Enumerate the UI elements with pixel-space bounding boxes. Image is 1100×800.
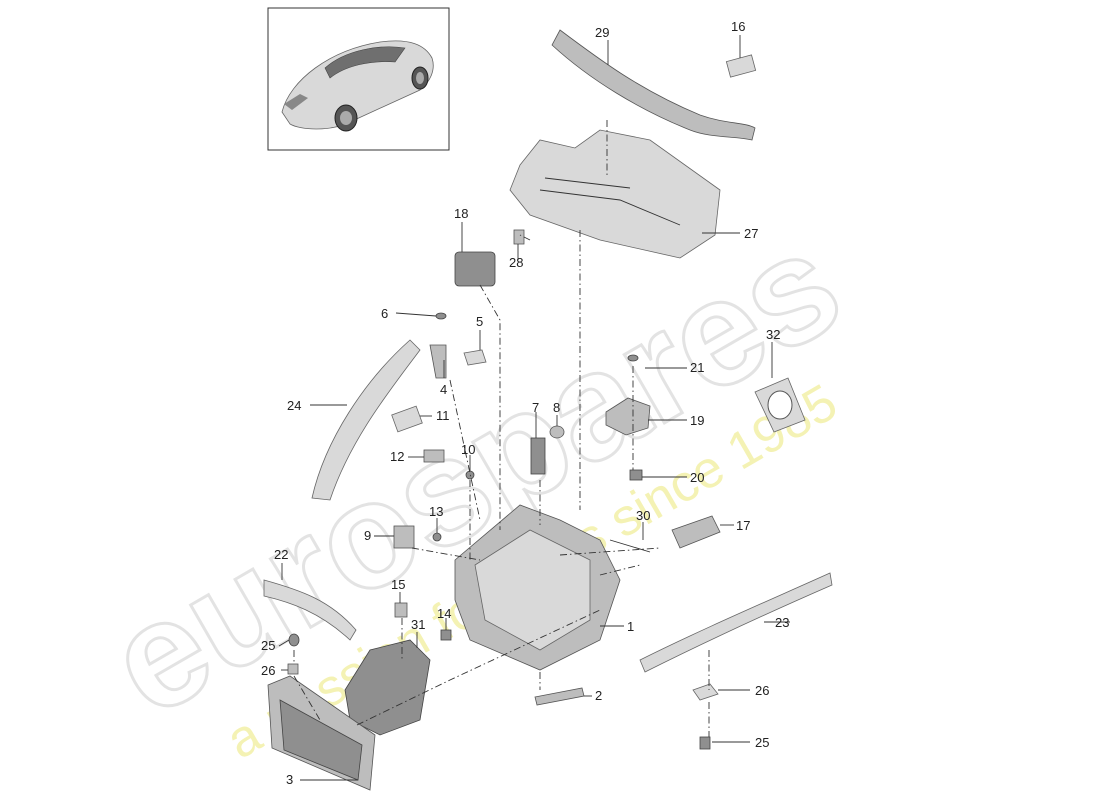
callout-31: 31	[411, 617, 425, 632]
callout-10: 10	[461, 442, 475, 457]
callout-3: 3	[286, 772, 293, 787]
bracket-11-part	[391, 405, 423, 433]
sill-trim-22-part	[263, 579, 357, 641]
callout-16: 16	[731, 19, 745, 34]
callout-14: 14	[437, 606, 451, 621]
bracket-9-part	[393, 525, 415, 549]
callout-18: 18	[454, 206, 468, 221]
callout-29: 29	[595, 25, 609, 40]
screw-6-part	[435, 312, 447, 320]
callout-32: 32	[766, 327, 780, 342]
callout-30: 30	[636, 508, 650, 523]
handle-17-part	[671, 515, 721, 549]
vehicle-thumbnail	[267, 7, 450, 151]
callout-26-right: 26	[755, 683, 769, 698]
clip-28-part	[513, 229, 525, 245]
left-side-trim-part	[311, 339, 421, 501]
seal-clip-part	[725, 54, 757, 78]
leader-lines	[278, 35, 790, 781]
trunk-cover-panel-part	[509, 129, 721, 259]
callout-4: 4	[440, 382, 447, 397]
cowl-panel-part	[551, 29, 756, 141]
callout-15: 15	[391, 577, 405, 592]
callout-25-right: 25	[755, 735, 769, 750]
storage-box-part	[454, 251, 496, 287]
callout-21: 21	[690, 360, 704, 375]
callout-22: 22	[274, 547, 288, 562]
strip-2-part	[534, 687, 585, 706]
callout-13: 13	[429, 504, 443, 519]
clip-25b-part	[699, 736, 711, 750]
callout-2: 2	[595, 688, 602, 703]
clip-25a-part	[288, 633, 300, 647]
callout-23: 23	[775, 615, 789, 630]
rod-30-part	[609, 539, 651, 553]
assembly-lines	[293, 120, 710, 737]
callout-25-left: 25	[261, 638, 275, 653]
callout-5: 5	[476, 314, 483, 329]
callout-20: 20	[690, 470, 704, 485]
button-8-part	[549, 425, 565, 439]
clip-26a-part	[287, 663, 299, 675]
right-side-trim-23-part	[639, 572, 833, 673]
callout-26-left: 26	[261, 663, 275, 678]
bracket-12-part	[423, 449, 445, 463]
callout-9: 9	[364, 528, 371, 543]
callout-24: 24	[287, 398, 301, 413]
bracket-4-part	[429, 344, 447, 379]
callout-8: 8	[553, 400, 560, 415]
clip-15-part	[394, 602, 408, 618]
screw-13-part	[432, 532, 442, 542]
plate-5-part	[463, 349, 487, 366]
callout-11: 11	[436, 408, 450, 423]
clip-20-part	[629, 469, 643, 481]
callout-6: 6	[381, 306, 388, 321]
callout-19: 19	[690, 413, 704, 428]
screw-21-part	[627, 354, 639, 362]
callout-labels: 1 2 3 4 5 6 7 8 9 10 11 12 13 14 15 16 1…	[261, 19, 789, 787]
callout-27: 27	[744, 226, 758, 241]
callout-7: 7	[532, 400, 539, 415]
switch-7-part	[530, 437, 546, 475]
clip-26b-part	[692, 683, 719, 701]
callout-12: 12	[390, 449, 404, 464]
callout-28: 28	[509, 255, 523, 270]
callout-1: 1	[627, 619, 634, 634]
clip-14-part	[440, 629, 452, 641]
module-19-part	[605, 397, 651, 436]
callout-17: 17	[736, 518, 750, 533]
